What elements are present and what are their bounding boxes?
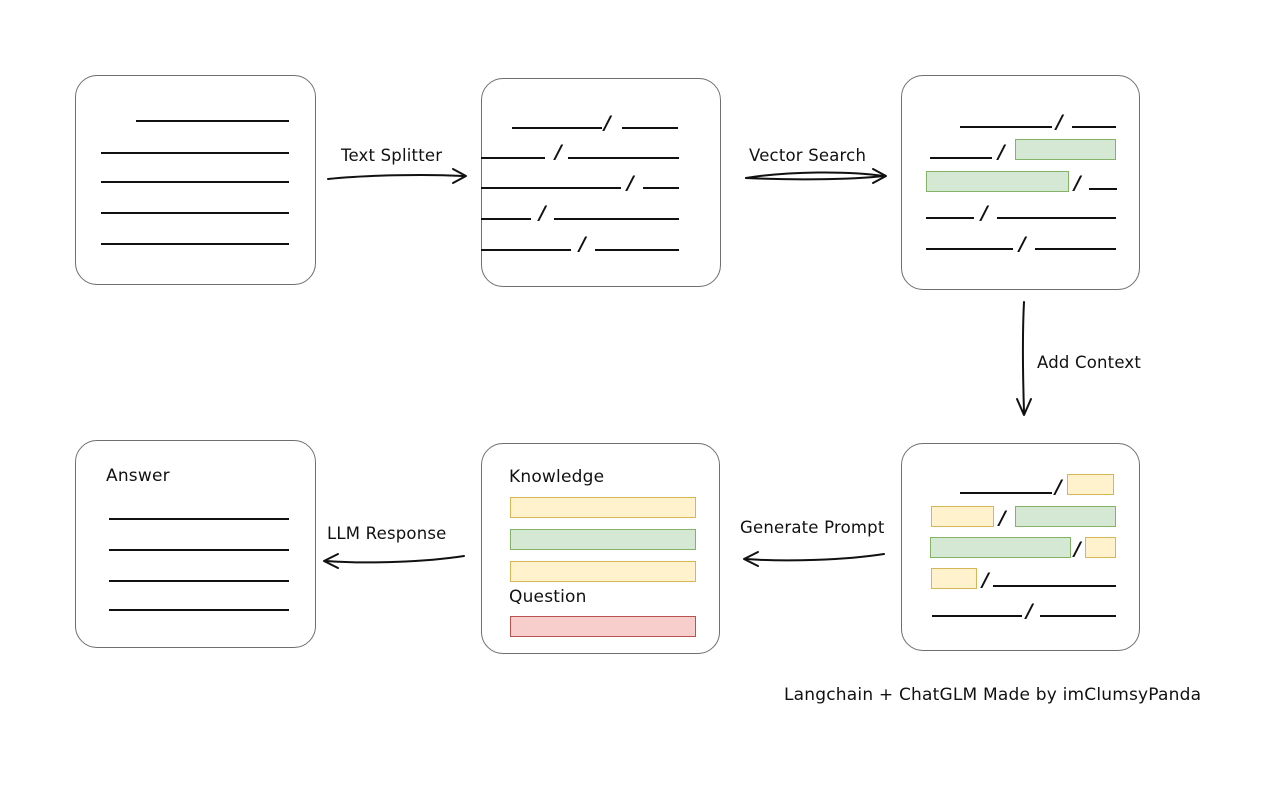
- chunk-line: [960, 126, 1052, 128]
- chunk-line: [1035, 248, 1116, 250]
- chunk-separator: /: [1055, 476, 1062, 498]
- text-line: [109, 609, 289, 611]
- chunk-line: [643, 187, 679, 189]
- chunk-line: [926, 248, 1013, 250]
- chunk-line: [960, 492, 1052, 494]
- text-line: [101, 181, 289, 183]
- chunk-line: [595, 249, 679, 251]
- chunk-separator: /: [981, 202, 988, 224]
- chunk-line: [1072, 126, 1116, 128]
- chunk-separator: /: [982, 569, 989, 591]
- edge-label-add-context: Add Context: [1037, 353, 1142, 372]
- text-line: [109, 549, 289, 551]
- section-heading-question: Question: [509, 587, 587, 607]
- chunk-line: [481, 157, 545, 159]
- chunk-separator: /: [555, 141, 562, 163]
- node-prompt[interactable]: Knowledge Question: [481, 443, 720, 654]
- section-heading-answer: Answer: [106, 466, 170, 486]
- text-line: [136, 120, 289, 122]
- arrow-generate-prompt: [743, 551, 885, 567]
- chunk-line: [1089, 188, 1117, 190]
- chunk-line: [481, 218, 531, 220]
- highlight-green: [926, 171, 1069, 192]
- arrow-add-context: [1016, 301, 1032, 416]
- chunk-line: [932, 615, 1022, 617]
- edge-label-llm-response: LLM Response: [327, 524, 447, 543]
- chunk-separator: /: [1019, 233, 1026, 255]
- chunk-line: [993, 585, 1116, 587]
- edge-label-vector-search: Vector Search: [749, 146, 867, 165]
- node-retrieved-document[interactable]: / / / / /: [901, 75, 1140, 290]
- arrow-vector-search: [745, 168, 887, 184]
- section-heading-knowledge: Knowledge: [509, 467, 605, 487]
- diagram-caption: Langchain + ChatGLM Made by imClumsyPand…: [784, 685, 1202, 705]
- node-answer[interactable]: Answer: [75, 440, 316, 648]
- knowledge-bar-yellow: [510, 497, 696, 518]
- chunk-separator: /: [579, 233, 586, 255]
- chunk-separator: /: [1026, 600, 1033, 622]
- text-line: [109, 518, 289, 520]
- chunk-separator: /: [539, 202, 546, 224]
- text-line: [101, 152, 289, 154]
- text-line: [101, 212, 289, 214]
- highlight-green: [930, 537, 1071, 558]
- node-context-document[interactable]: / / / / /: [901, 443, 1140, 651]
- chunk-line: [622, 127, 678, 129]
- question-bar-red: [510, 616, 696, 637]
- chunk-separator: /: [604, 112, 611, 134]
- chunk-line: [930, 157, 992, 159]
- chunk-line: [926, 217, 974, 219]
- chunk-separator: /: [998, 141, 1005, 163]
- edge-label-text-splitter: Text Splitter: [341, 146, 443, 165]
- text-line: [101, 243, 289, 245]
- arrow-llm-response: [323, 553, 465, 569]
- chunk-line: [1040, 615, 1116, 617]
- chunk-line: [554, 218, 679, 220]
- node-source-document[interactable]: [75, 75, 316, 285]
- chunk-line: [481, 249, 571, 251]
- highlight-green: [1015, 139, 1116, 160]
- edge-label-generate-prompt: Generate Prompt: [740, 518, 885, 537]
- highlight-yellow: [931, 568, 977, 589]
- chunk-separator: /: [1074, 172, 1081, 194]
- highlight-yellow: [931, 506, 994, 527]
- chunk-line: [997, 217, 1116, 219]
- chunk-line: [481, 187, 621, 189]
- highlight-yellow: [1067, 474, 1114, 495]
- chunk-line: [512, 127, 602, 129]
- arrow-text-splitter: [327, 168, 467, 184]
- chunk-separator: /: [627, 172, 634, 194]
- knowledge-bar-green: [510, 529, 696, 550]
- knowledge-bar-yellow: [510, 561, 696, 582]
- chunk-separator: /: [1074, 538, 1081, 560]
- highlight-green: [1015, 506, 1116, 527]
- node-split-document[interactable]: / / / / /: [481, 78, 721, 287]
- text-line: [109, 580, 289, 582]
- highlight-yellow: [1085, 537, 1116, 558]
- chunk-separator: /: [1056, 111, 1063, 133]
- chunk-line: [568, 157, 679, 159]
- chunk-separator: /: [999, 507, 1006, 529]
